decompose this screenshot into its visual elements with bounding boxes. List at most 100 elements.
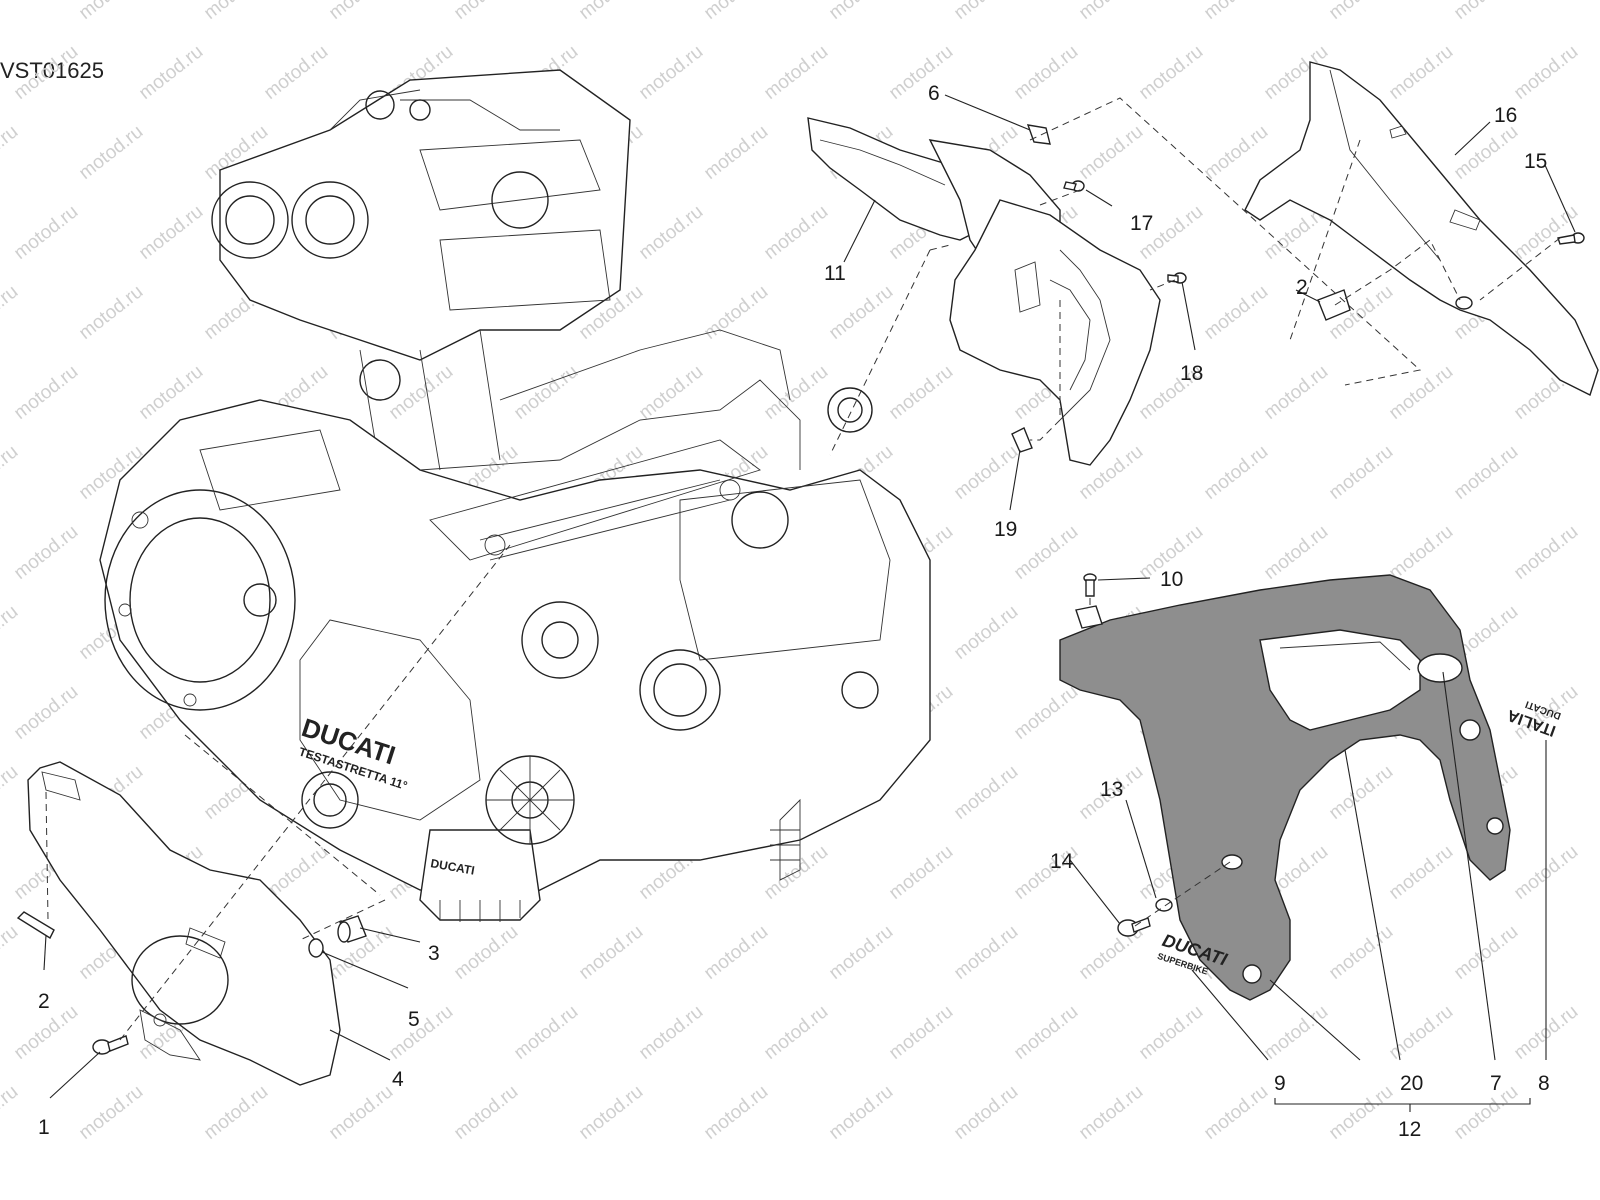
watermark-text: motod.ru <box>1450 441 1522 504</box>
callout-15: 15 <box>1524 150 1547 173</box>
watermark-text: motod.ru <box>0 761 22 824</box>
watermark-text: motod.ru <box>135 41 207 104</box>
watermark-text: motod.ru <box>200 0 272 24</box>
callout-4: 4 <box>392 1068 404 1091</box>
callout-11: 11 <box>824 262 846 285</box>
watermark-text: motod.ru <box>1260 1001 1332 1064</box>
watermark-text: motod.ru <box>10 681 82 744</box>
watermark-text: motod.ru <box>635 1001 707 1064</box>
callout-12: 12 <box>1398 1118 1421 1141</box>
screw-part-18 <box>1167 272 1187 284</box>
assembly-lines <box>45 97 1561 1041</box>
watermark-text: motod.ru <box>950 0 1022 24</box>
leader-lines <box>43 94 1576 1112</box>
watermark-text: motod.ru <box>1010 521 1082 584</box>
watermark-text: motod.ru <box>1385 41 1457 104</box>
clip-part-6 <box>1026 124 1051 145</box>
screw-part-10 <box>1083 573 1097 597</box>
sprocket-cover-part-4 <box>27 761 341 1086</box>
watermark-text: motod.ru <box>325 0 397 24</box>
heat-shield-part-16 <box>1244 61 1599 396</box>
watermark-text: motod.ru <box>1385 361 1457 424</box>
callout-20: 20 <box>1400 1072 1423 1095</box>
watermark-text: motod.ru <box>1135 1001 1207 1064</box>
callout-10: 10 <box>1160 568 1183 591</box>
watermark-text: motod.ru <box>10 201 82 264</box>
watermark-text: motod.ru <box>0 1081 22 1144</box>
watermark-text: motod.ru <box>885 361 957 424</box>
callout-18: 18 <box>1180 362 1203 385</box>
callout-13: 13 <box>1100 778 1123 801</box>
callout-3: 3 <box>428 942 440 965</box>
callout-2-right: 2 <box>1296 276 1308 299</box>
watermark-text: motod.ru <box>760 1001 832 1064</box>
watermark-text: motod.ru <box>1510 521 1582 584</box>
watermark-text: motod.ru <box>575 0 647 24</box>
watermark-text: motod.ru <box>1010 41 1082 104</box>
watermark-text: motod.ru <box>1450 921 1522 984</box>
watermark-text: motod.ru <box>135 201 207 264</box>
watermark-text: motod.ru <box>575 1081 647 1144</box>
watermark-text: motod.ru <box>825 921 897 984</box>
watermark-text: motod.ru <box>1510 41 1582 104</box>
callout-9: 9 <box>1274 1072 1286 1095</box>
watermark-text: motod.ru <box>1385 1001 1457 1064</box>
callout-1: 1 <box>38 1116 50 1139</box>
watermark-text: motod.ru <box>0 0 22 24</box>
watermark-text: motod.ru <box>1325 441 1397 504</box>
watermark-text: motod.ru <box>1075 121 1147 184</box>
watermark-text: motod.ru <box>0 921 22 984</box>
watermark-text: motod.ru <box>700 0 772 24</box>
watermark-text: motod.ru <box>10 361 82 424</box>
watermark-text: motod.ru <box>575 921 647 984</box>
watermark-text: motod.ru <box>1450 1081 1522 1144</box>
screw-part-1 <box>92 1035 129 1055</box>
watermark-text: motod.ru <box>1385 841 1457 904</box>
rubber-pad-part-2-left <box>16 911 55 940</box>
screw-part-15 <box>1557 232 1585 245</box>
watermark-text: motod.ru <box>885 1001 957 1064</box>
watermark-text: motod.ru <box>325 1081 397 1144</box>
watermark-text: motod.ru <box>760 361 832 424</box>
watermark-text: motod.ru <box>1260 361 1332 424</box>
watermark-text: motod.ru <box>825 281 897 344</box>
watermark-text: motod.ru <box>135 361 207 424</box>
watermark-text: motod.ru <box>75 121 147 184</box>
watermark-text: motod.ru <box>825 0 897 24</box>
belt-cover-part-11 <box>807 117 1161 466</box>
watermark-text: motod.ru <box>700 921 772 984</box>
watermark-text: motod.ru <box>0 601 22 664</box>
watermark-text: motod.ru <box>635 41 707 104</box>
callout-17: 17 <box>1130 212 1153 235</box>
watermark-text: motod.ru <box>950 441 1022 504</box>
watermark-text: motod.ru <box>700 1081 772 1144</box>
watermark-text: motod.ru <box>950 1081 1022 1144</box>
watermark-text: motod.ru <box>825 1081 897 1144</box>
watermark-text: motod.ru <box>1200 1081 1272 1144</box>
decal-part-8: ITALIA DUCATI <box>1505 698 1563 739</box>
spacer-part-3 <box>337 915 367 943</box>
watermark-text: motod.ru <box>450 1081 522 1144</box>
watermark-text: motod.ru <box>1385 521 1457 584</box>
callout-5: 5 <box>408 1008 420 1031</box>
watermark-text: motod.ru <box>10 41 82 104</box>
watermark-text: motod.ru <box>1135 41 1207 104</box>
callout-16: 16 <box>1494 104 1517 127</box>
watermark-text: motod.ru <box>385 1001 457 1064</box>
callout-19: 19 <box>994 518 1017 541</box>
washer-part-5 <box>308 938 324 958</box>
watermark-text: motod.ru <box>950 921 1022 984</box>
callout-7: 7 <box>1490 1072 1502 1095</box>
watermark-text: motod.ru <box>950 761 1022 824</box>
watermark-text: motod.ru <box>700 121 772 184</box>
watermark-text: motod.ru <box>1010 681 1082 744</box>
watermark-text: motod.ru <box>75 1081 147 1144</box>
watermark-text: motod.ru <box>1010 1001 1082 1064</box>
watermark-text: motod.ru <box>1075 0 1147 24</box>
watermark-text: motod.ru <box>700 281 772 344</box>
screw-part-17 <box>1063 180 1085 192</box>
front-mudguard-part-12 <box>1059 574 1511 1001</box>
callout-6: 6 <box>928 82 940 105</box>
watermark-text: motod.ru <box>510 1001 582 1064</box>
